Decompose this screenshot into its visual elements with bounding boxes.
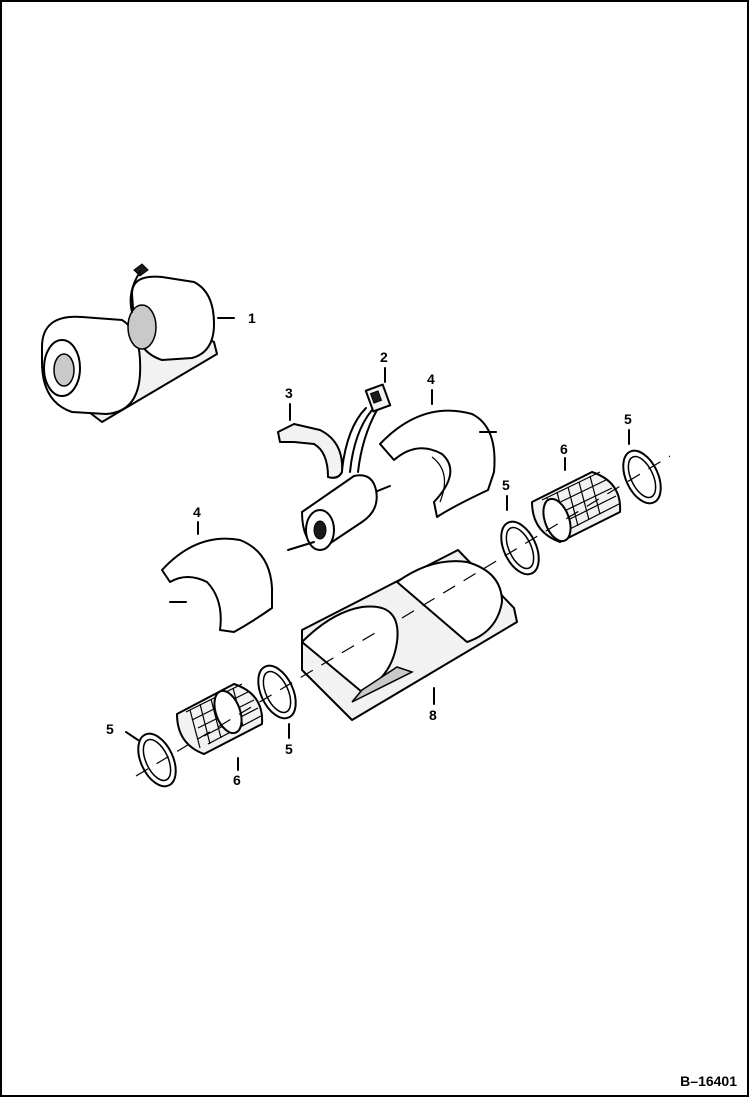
- ring-left-outer: [125, 731, 177, 788]
- figure-id: B–16401: [680, 1073, 737, 1089]
- blower-wheel-right: [531, 457, 622, 543]
- base-housing: [301, 549, 518, 721]
- motor-clamp: [277, 403, 344, 479]
- assembly-axis-lines: [135, 455, 671, 777]
- callout-5-far-right: 5: [624, 411, 632, 427]
- blower-assembly: [41, 263, 235, 423]
- callout-4-right: 4: [427, 371, 435, 387]
- ring-left-inner: [257, 664, 297, 739]
- ring-far-right: [622, 429, 662, 505]
- callout-5-mid-right: 5: [502, 477, 510, 493]
- callout-3: 3: [285, 385, 293, 401]
- callout-5-left-outer: 5: [106, 721, 114, 737]
- blower-wheel-left: [176, 683, 264, 771]
- housing-half-right: [379, 389, 497, 518]
- callout-6-right: 6: [560, 441, 568, 457]
- callout-5-left-inner: 5: [285, 741, 293, 757]
- connector: [341, 367, 392, 473]
- blower-motor: [287, 474, 391, 551]
- callout-8: 8: [429, 707, 437, 723]
- callout-6-left: 6: [233, 772, 241, 788]
- housing-half-left: [161, 521, 273, 633]
- callout-4-left: 4: [193, 504, 201, 520]
- callout-1: 1: [248, 310, 256, 326]
- callout-2: 2: [380, 349, 388, 365]
